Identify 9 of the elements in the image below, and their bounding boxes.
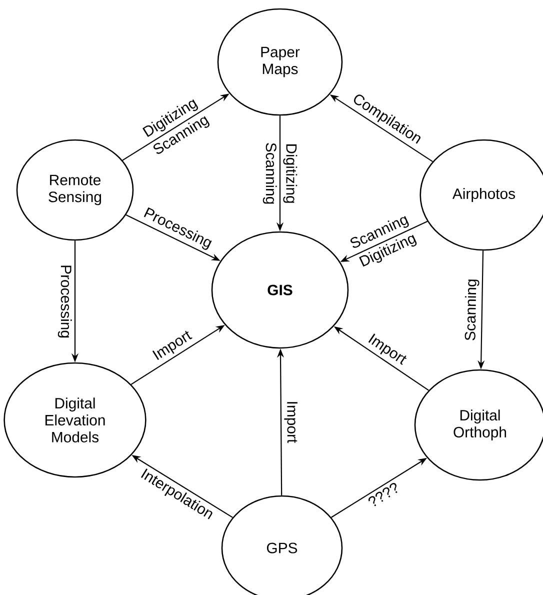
edge-label: Import: [284, 402, 298, 444]
edge-label: Scanning: [464, 280, 480, 340]
ellipse-node: Remote Sensing: [16, 139, 134, 241]
ellipse-node: GIS: [211, 231, 349, 349]
edge-label: Scanning: [262, 143, 277, 204]
edge-label: Processing: [58, 266, 72, 338]
ellipse-node: Paper Maps: [217, 8, 343, 116]
side-label: Digitizing: [283, 144, 298, 203]
edge-label: ????: [368, 483, 398, 506]
